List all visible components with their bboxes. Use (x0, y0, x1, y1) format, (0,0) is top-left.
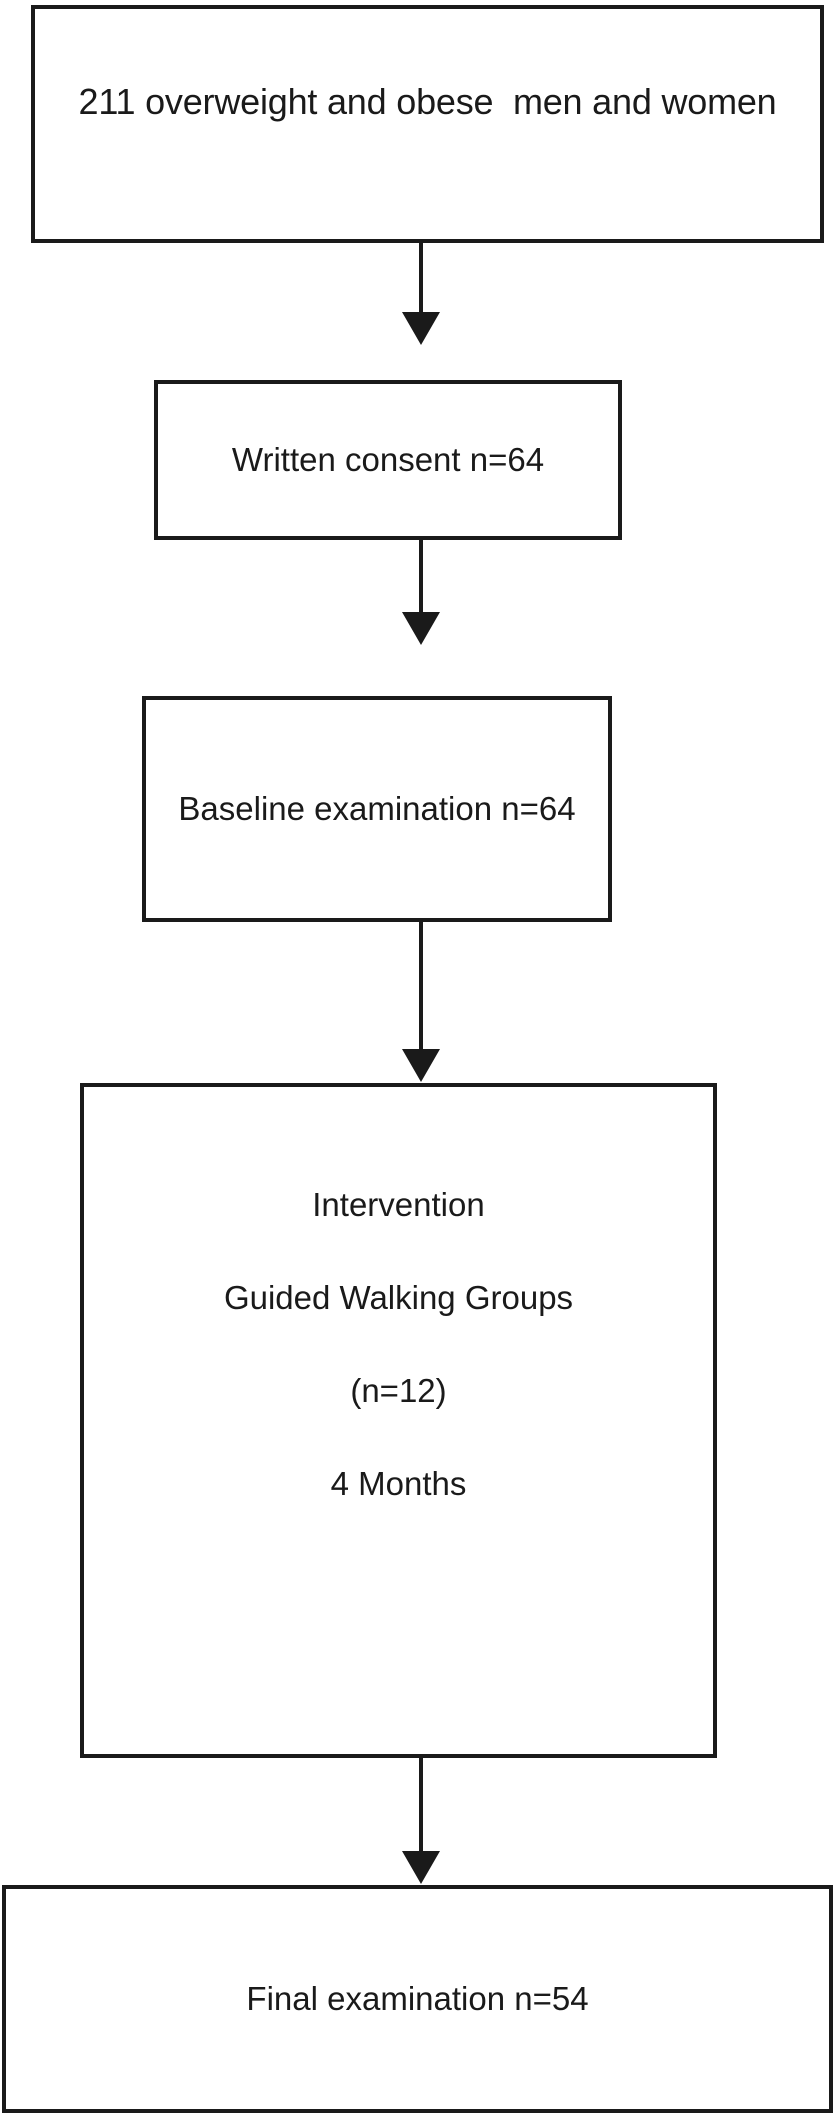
node-label-intervention-duration: 4 Months (330, 1465, 467, 1502)
arrow-shaft (419, 243, 423, 313)
arrow-shaft (419, 1758, 423, 1852)
intervention-text-block: Intervention Guided Walking Groups (n=12… (84, 1188, 713, 1500)
node-label-final-examination: Final examination n=54 (246, 1979, 589, 2017)
arrow-screened-to-consent (402, 243, 440, 345)
arrow-shaft (419, 540, 423, 613)
node-label-baseline-examination: Baseline examination n=64 (178, 789, 576, 827)
flowchart-node-baseline-examination: Baseline examination n=64 (142, 696, 612, 922)
arrow-consent-to-baseline (402, 540, 440, 645)
node-label-intervention-count: (n=12) (350, 1372, 447, 1409)
arrow-baseline-to-intervention (402, 922, 440, 1082)
arrow-head-down-icon (402, 1851, 440, 1884)
node-label-screened-participants: 211 overweight and obese men and women (78, 80, 777, 122)
node-label-written-consent: Written consent n=64 (231, 441, 545, 479)
arrow-head-down-icon (402, 312, 440, 345)
arrow-shaft (419, 922, 423, 1050)
flowchart-node-intervention: Intervention Guided Walking Groups (n=12… (80, 1083, 717, 1758)
arrow-head-down-icon (402, 1049, 440, 1082)
arrow-head-down-icon (402, 612, 440, 645)
arrow-intervention-to-final (402, 1758, 440, 1884)
flowchart-node-final-examination: Final examination n=54 (2, 1885, 833, 2113)
node-label-intervention-program: Guided Walking Groups (223, 1279, 574, 1316)
flowchart-node-written-consent: Written consent n=64 (154, 380, 622, 540)
flowchart-node-screened-participants: 211 overweight and obese men and women (31, 5, 824, 243)
node-label-intervention-title: Intervention (312, 1186, 485, 1223)
